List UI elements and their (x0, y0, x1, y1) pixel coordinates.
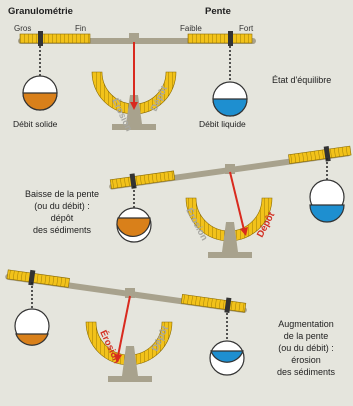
caption-line-3: dépôt (51, 213, 74, 223)
pivot (225, 164, 235, 174)
panel-1-background (0, 0, 353, 138)
sediment-fill (15, 333, 49, 346)
water-fill (309, 204, 345, 223)
etat-label: État d'équilibre (272, 75, 331, 85)
caption-line-3: (ou du débit) : (278, 343, 334, 353)
sediment-fill (22, 92, 58, 111)
panel-equilibrium: Granulométrie Gros Fin Pente Faible Fort… (0, 0, 353, 138)
granulometry-ruler (6, 269, 70, 288)
fort-label: Fort (239, 24, 254, 33)
pivot (125, 288, 135, 298)
caption-line-4: érosion (291, 355, 321, 365)
stand-base (112, 124, 156, 130)
scale-arc (91, 71, 177, 115)
slope-ruler (288, 145, 352, 164)
granulometrie-label: Granulométrie (8, 6, 73, 17)
scale-arc (185, 197, 273, 242)
caption-line-5: des sédiments (277, 367, 336, 377)
stand-post (122, 346, 138, 376)
slope-slider (224, 297, 232, 314)
needle-tip (130, 102, 138, 110)
stand-base (208, 252, 252, 258)
slope-ruler (187, 33, 253, 44)
caption-line-1: Baisse de la pente (25, 189, 99, 199)
slope-slider (323, 146, 331, 162)
needle-tip (240, 227, 248, 236)
granulometry-slider (28, 269, 36, 286)
caption-line-1: Augmentation (278, 319, 334, 329)
caption-line-2: de la pente (284, 331, 329, 341)
granulometry-slider (129, 173, 137, 189)
pivot (129, 33, 139, 43)
needle (229, 171, 245, 231)
water-fill (210, 350, 244, 363)
needle (117, 295, 131, 357)
faible-label: Faible (180, 24, 202, 33)
water-fill (212, 98, 248, 117)
stand-post (222, 222, 238, 252)
caption-line-2: (ou du débit) : (34, 201, 90, 211)
debit-solide-label: Débit solide (13, 119, 58, 129)
pente-label: Pente (205, 6, 231, 17)
stand-base (108, 376, 152, 382)
granulometry-ruler (19, 33, 91, 44)
sediment-fill (116, 217, 151, 237)
gros-label: Gros (14, 24, 31, 33)
needle-tip (114, 354, 122, 363)
granulometry-slider (38, 31, 43, 46)
fin-label: Fin (75, 24, 86, 33)
caption-line-4: des sédiments (33, 225, 92, 235)
debit-liquide-label: Débit liquide (199, 119, 246, 129)
slope-slider (228, 31, 233, 46)
panel-slope-decrease: Baisse de la pente (ou du débit) : dépôt… (0, 138, 353, 263)
panel-slope-increase: Augmentation de la pente (ou du débit) :… (0, 263, 353, 406)
scale-arc (85, 321, 173, 366)
granulometry-ruler (109, 170, 176, 190)
